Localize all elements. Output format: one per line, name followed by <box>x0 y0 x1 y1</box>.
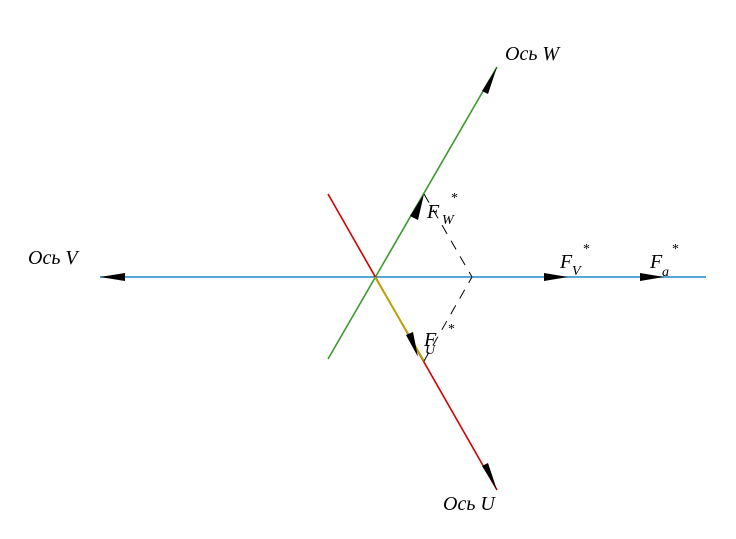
fu-sub: U <box>425 343 436 358</box>
vector-label-fu: F U * <box>423 322 455 358</box>
axis-u-label: Ось U <box>443 493 496 515</box>
axis-w-arrowhead <box>482 67 497 94</box>
fa-sup: * <box>672 242 679 257</box>
axis-v-label: Ось V <box>28 247 80 269</box>
fw-arrowhead <box>410 194 424 220</box>
fv-sup: * <box>583 242 590 257</box>
axis-v-arrowhead <box>100 273 125 281</box>
fu-arrowhead <box>406 332 418 357</box>
axis-u-arrowhead <box>482 463 497 490</box>
fw-main: F <box>426 201 440 223</box>
vector-label-fw: F W * <box>426 191 458 228</box>
u-segment-line <box>374 276 425 362</box>
fa-sub: a <box>662 265 669 280</box>
dashed-u-to-sum <box>423 276 473 362</box>
fw-sub: W <box>442 213 455 228</box>
vector-label-fa: F a * <box>649 242 679 280</box>
fv-sub: V <box>572 264 582 279</box>
vector-label-fv: F V * <box>559 242 590 279</box>
fv-main: F <box>559 251 573 273</box>
fa-main: F <box>649 251 663 273</box>
fw-sup: * <box>451 191 458 206</box>
fu-sup: * <box>448 322 455 337</box>
fv-arrowhead <box>544 273 568 281</box>
fa-arrowhead <box>640 273 664 281</box>
dashed-w-to-sum <box>423 193 473 278</box>
fu-main: F <box>423 329 437 351</box>
axis-w-label: Ось W <box>505 43 561 65</box>
